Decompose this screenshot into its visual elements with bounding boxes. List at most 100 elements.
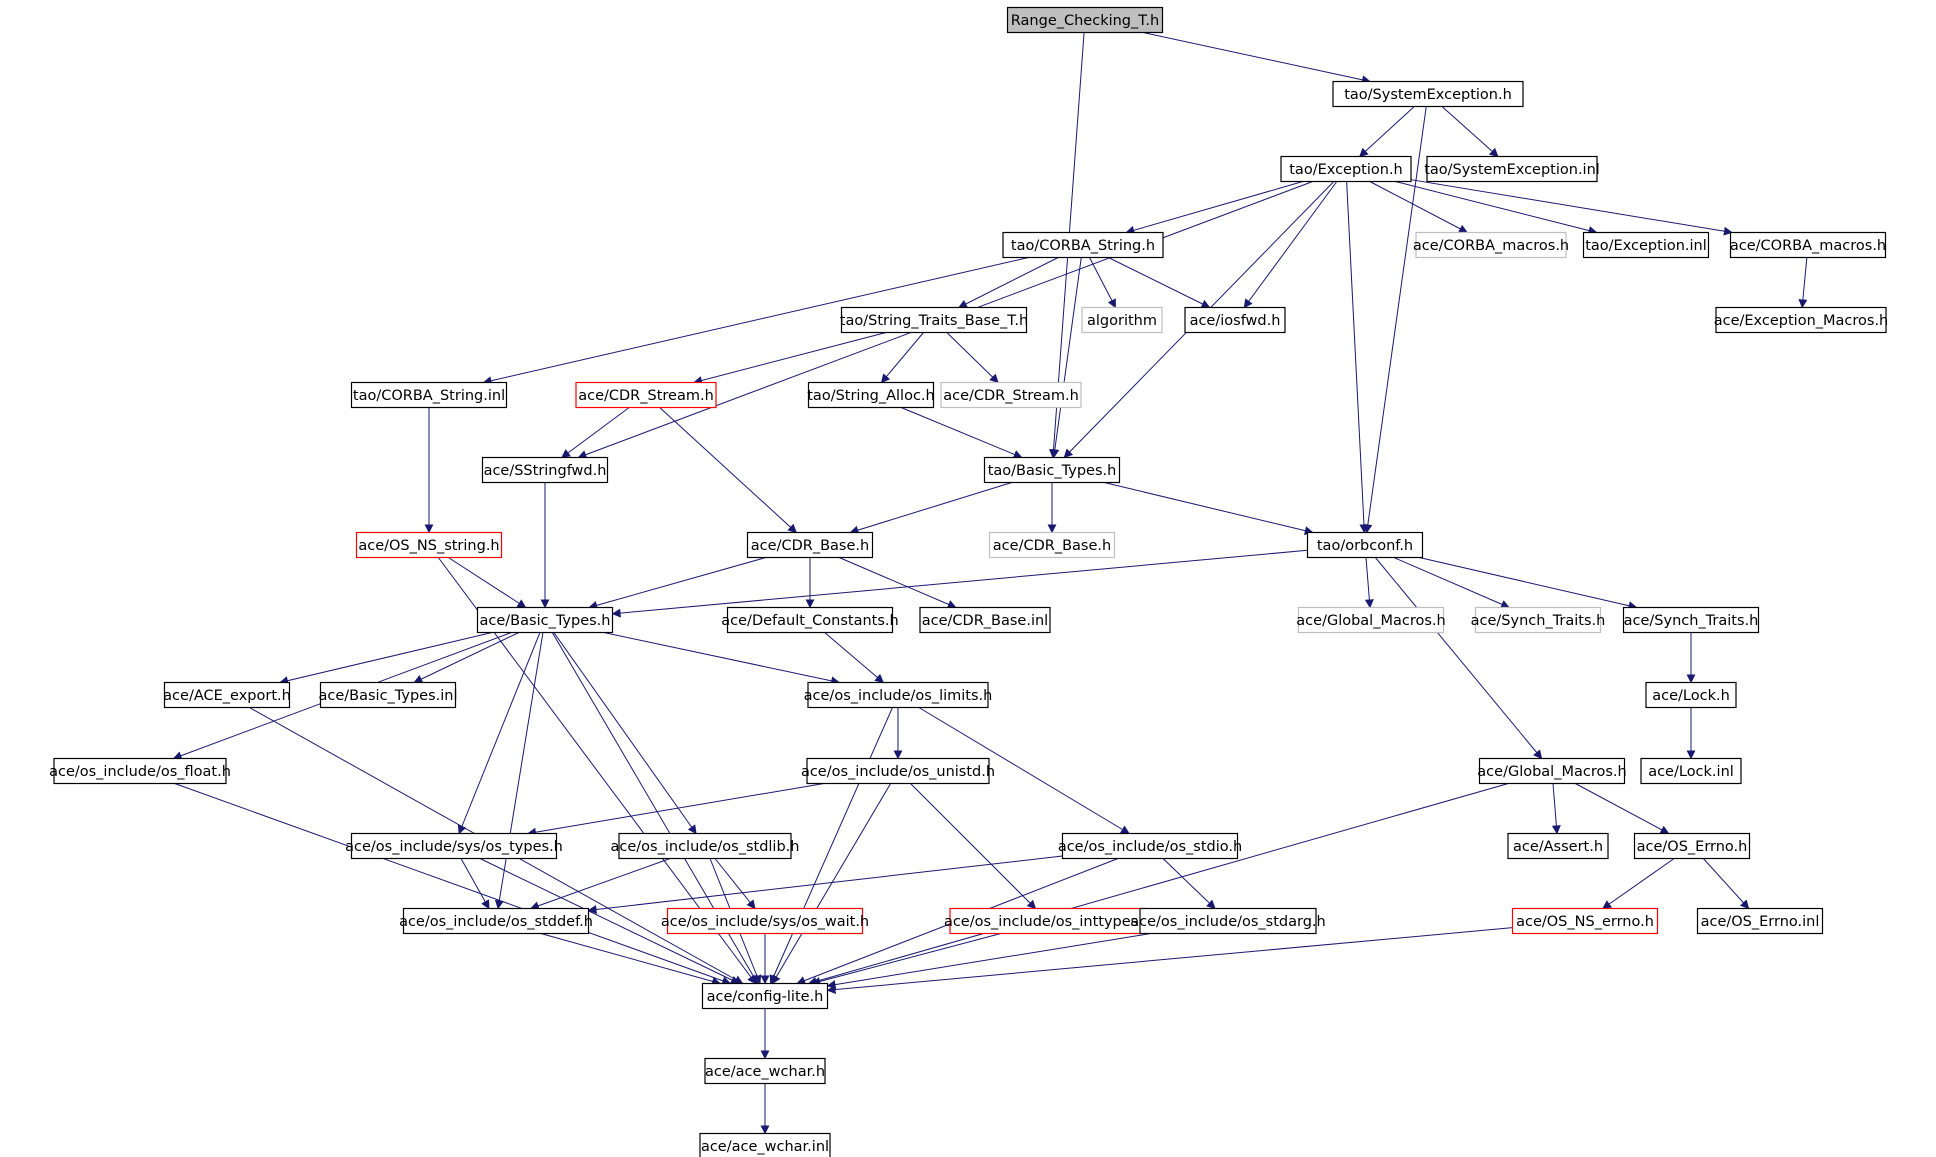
node-box-corbamacros_g <box>1415 231 1567 259</box>
node-box-osinttypes <box>949 907 1147 935</box>
node-oslimits[interactable]: ace/os_include/os_limits.h <box>804 681 993 709</box>
node-box-synchtraits_g <box>1474 606 1602 634</box>
node-box-oserrnoinl <box>1696 907 1824 935</box>
node-root[interactable]: Range_Checking_T.h <box>1006 6 1164 34</box>
node-box-osunistd <box>806 757 990 785</box>
node-osnsstring[interactable]: ace/OS_NS_string.h <box>355 531 503 559</box>
node-osnserrno[interactable]: ace/OS_NS_errno.h <box>1511 907 1659 935</box>
node-sstringfwd[interactable]: ace/SStringfwd.h <box>481 456 609 484</box>
node-acebasic[interactable]: ace/Basic_Types.h <box>476 606 614 634</box>
edge-oslimits-to-configlite <box>769 707 893 985</box>
edge-exc-to-corbamacros_g <box>1369 181 1468 233</box>
node-sysexcinl[interactable]: tao/SystemException.inl <box>1424 155 1600 183</box>
node-aceassert[interactable]: ace/Assert.h <box>1507 832 1609 860</box>
node-globalmacros_g: ace/Global_Macros.h <box>1296 606 1446 634</box>
edge-acebasic-to-basicinl <box>413 632 520 684</box>
node-label-cdrstream_r: ace/CDR_Stream.h <box>578 388 714 404</box>
node-box-syswait <box>666 907 864 935</box>
node-cdrbase[interactable]: ace/CDR_Base.h <box>746 531 874 559</box>
edge-strtraits-to-cdrstream_g <box>946 332 999 384</box>
node-iosfwd[interactable]: ace/iosfwd.h <box>1184 306 1286 334</box>
edge-osunistd-to-osinttypes <box>910 783 1037 910</box>
edge-cdrstream_r-to-cdrbase <box>659 407 797 534</box>
edge-systypes-to-configlite <box>479 858 740 985</box>
node-systypes[interactable]: ace/os_include/sys/os_types.h <box>345 832 563 860</box>
edge-osstdlib-to-syswait <box>714 858 756 910</box>
node-osinttypes[interactable]: ace/os_include/os_inttypes.h <box>944 907 1152 935</box>
node-cdrstream_g: ace/CDR_Stream.h <box>940 381 1082 409</box>
edge-osnserrno-to-configlite <box>826 927 1513 995</box>
node-osstdarg[interactable]: ace/os_include/os_stdarg.h <box>1130 907 1326 935</box>
node-orbconf[interactable]: tao/orbconf.h <box>1306 531 1424 559</box>
node-label-excinl: tao/Exception.inl <box>1585 238 1707 254</box>
node-stralloc[interactable]: tao/String_Alloc.h <box>807 381 935 409</box>
edge-oslimits-to-osstdio <box>918 707 1130 834</box>
edge-acebasic-to-osstdlib <box>553 632 697 835</box>
node-box-cdrstream_g <box>940 381 1082 409</box>
node-box-globalmacros_g <box>1297 606 1445 634</box>
node-box-cdrbase_g <box>988 531 1116 559</box>
edge-acebasic-to-aceexport <box>279 632 493 686</box>
node-defconst[interactable]: ace/Default_Constants.h <box>721 606 899 634</box>
node-label-sysexcinl: tao/SystemException.inl <box>1424 162 1600 178</box>
edge-corbamacros-to-excmacros <box>1798 257 1808 309</box>
node-synchtraits[interactable]: ace/Synch_Traits.h <box>1622 606 1760 634</box>
node-synchtraits_g: ace/Synch_Traits.h <box>1471 606 1605 634</box>
edge-globalmacros-to-oserrno <box>1575 783 1670 834</box>
node-label-systypes: ace/os_include/sys/os_types.h <box>345 839 563 855</box>
node-label-cdrbaseinl: ace/CDR_Base.inl <box>922 613 1048 629</box>
edge-exc-to-corbamacros <box>1410 179 1733 236</box>
node-osfloat[interactable]: ace/os_include/os_float.h <box>49 757 231 785</box>
node-exc[interactable]: tao/Exception.h <box>1280 155 1412 183</box>
edge-corbastr-to-algorithm <box>1089 257 1116 309</box>
node-acewcharinl[interactable]: ace/ace_wchar.inl <box>699 1132 831 1157</box>
node-osunistd[interactable]: ace/os_include/os_unistd.h <box>801 757 995 785</box>
edge-corbastr-to-strtraits <box>958 257 1059 308</box>
edge-osnsstring-to-acebasic <box>448 557 527 608</box>
node-label-osstddef: ace/os_include/os_stddef.h <box>399 914 593 930</box>
edge-osunistd-to-configlite <box>771 783 892 985</box>
node-box-sysexcinl <box>1426 155 1598 183</box>
node-box-osstdio <box>1061 832 1239 860</box>
nodes-layer: Range_Checking_T.h tao/SystemException.h t… <box>49 6 1889 1157</box>
node-oserrno[interactable]: ace/OS_Errno.h <box>1633 832 1751 860</box>
node-cdrbaseinl[interactable]: ace/CDR_Base.inl <box>919 606 1051 634</box>
node-osstdlib[interactable]: ace/os_include/os_stdlib.h <box>611 832 800 860</box>
node-basicinl[interactable]: ace/Basic_Types.inl <box>318 681 458 709</box>
node-strtraits[interactable]: tao/String_Traits_Base_T.h <box>840 306 1028 334</box>
edge-acebasic-to-osstddef <box>494 632 544 910</box>
node-configlite[interactable]: ace/config-lite.h <box>701 982 829 1010</box>
node-label-osfloat: ace/os_include/os_float.h <box>49 764 231 780</box>
node-osstddef[interactable]: ace/os_include/os_stddef.h <box>399 907 593 935</box>
node-oserrnoinl[interactable]: ace/OS_Errno.inl <box>1696 907 1824 935</box>
node-taobasic[interactable]: tao/Basic_Types.h <box>983 456 1121 484</box>
node-excmacros[interactable]: ace/Exception_Macros.h <box>1714 306 1889 334</box>
node-box-configlite <box>701 982 829 1010</box>
node-label-exc: tao/Exception.h <box>1289 162 1403 178</box>
node-cdrstream_r[interactable]: ace/CDR_Stream.h <box>575 381 717 409</box>
node-label-acebasic: ace/Basic_Types.h <box>480 613 611 629</box>
node-syswait[interactable]: ace/os_include/sys/os_wait.h <box>661 907 869 935</box>
node-corbastrinl[interactable]: tao/CORBA_String.inl <box>350 381 508 409</box>
node-label-oserrnoinl: ace/OS_Errno.inl <box>1701 914 1820 930</box>
node-lock[interactable]: ace/Lock.h <box>1645 681 1737 709</box>
node-box-acewcharinl <box>699 1132 831 1157</box>
node-label-orbconf: tao/orbconf.h <box>1317 538 1413 554</box>
edge-osfloat-to-configlite <box>174 783 732 985</box>
node-corbamacros[interactable]: ace/CORBA_macros.h <box>1730 231 1886 259</box>
node-box-sysexc <box>1332 80 1524 108</box>
node-globalmacros[interactable]: ace/Global_Macros.h <box>1477 757 1627 785</box>
node-label-defconst: ace/Default_Constants.h <box>721 613 898 629</box>
node-label-acewcharinl: ace/ace_wchar.inl <box>701 1139 829 1155</box>
node-corbastr[interactable]: tao/CORBA_String.h <box>1002 231 1164 259</box>
node-acewchar[interactable]: ace/ace_wchar.h <box>704 1057 826 1085</box>
node-label-corbastr: tao/CORBA_String.h <box>1011 238 1155 254</box>
node-label-taobasic: tao/Basic_Types.h <box>988 463 1117 479</box>
node-box-acebasic <box>476 606 614 634</box>
node-lockinl[interactable]: ace/Lock.inl <box>1640 757 1742 785</box>
node-box-oserrno <box>1633 832 1751 860</box>
node-excinl[interactable]: tao/Exception.inl <box>1582 231 1710 259</box>
node-aceexport[interactable]: ace/ACE_export.h <box>163 681 291 709</box>
node-sysexc[interactable]: tao/SystemException.h <box>1332 80 1524 108</box>
node-osstdio[interactable]: ace/os_include/os_stdio.h <box>1058 832 1242 860</box>
